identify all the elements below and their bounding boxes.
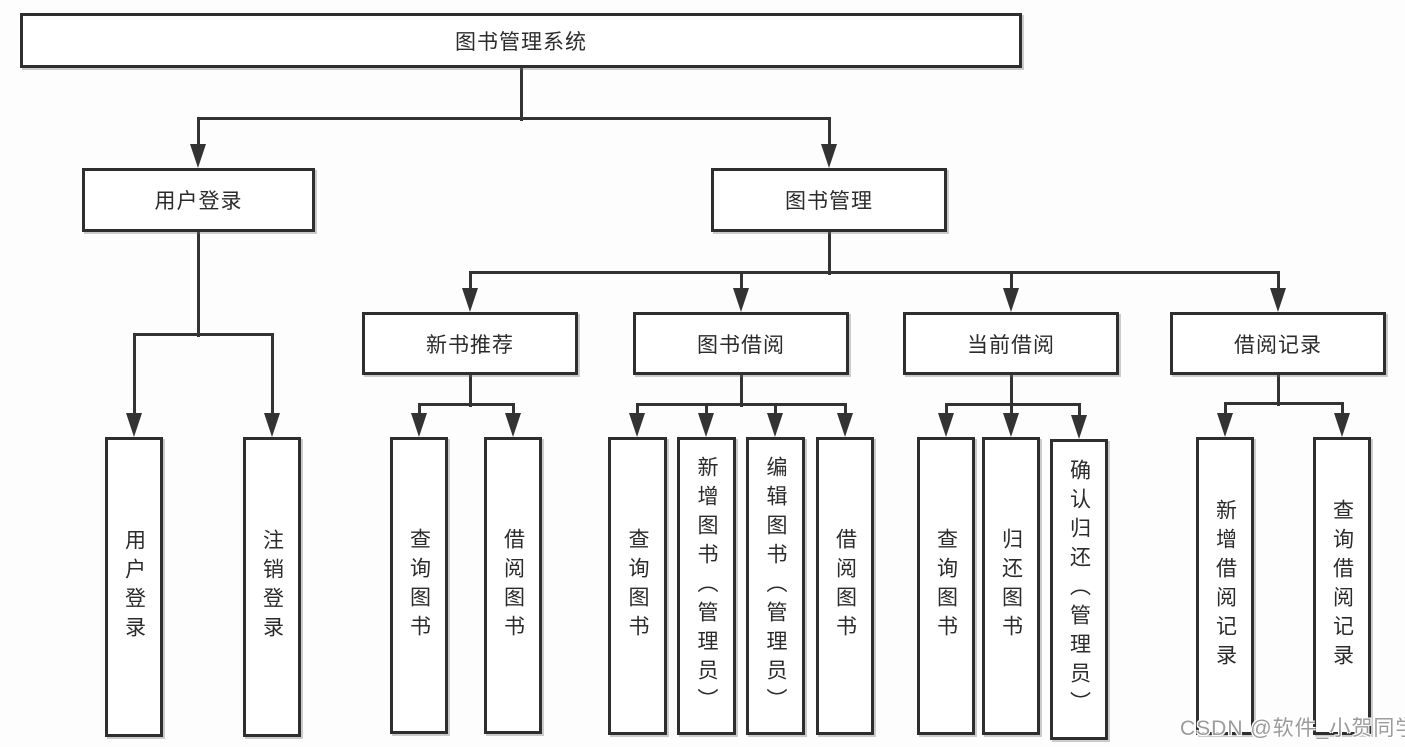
- box-query-borrow-record: 查询借阅记录: [1313, 437, 1371, 735]
- connector-bar-records-split: [1223, 401, 1344, 405]
- arrow-down-icon: [1334, 413, 1350, 437]
- connector-drop-current-split-0: [944, 404, 948, 417]
- box-label-new-book-recommend: 新书推荐: [426, 333, 514, 357]
- box-label-user-login-module: 用户登录: [154, 190, 243, 213]
- connector-drop-book-management-split-1: [739, 272, 743, 292]
- connector-drop-user-login-split-0: [132, 334, 136, 417]
- box-logout-leaf: 注销登录: [243, 437, 301, 737]
- box-label-logout-leaf: 注销登录: [260, 529, 284, 645]
- connector-drop-borrowing-split-1: [704, 404, 708, 417]
- box-label-return-books: 归还图书: [999, 528, 1023, 644]
- connector-drop-records-split-1: [1340, 403, 1344, 417]
- arrow-down-icon: [837, 413, 853, 437]
- connector-drop-recommend-split-1: [511, 404, 515, 417]
- box-return-books: 归还图书: [982, 437, 1040, 735]
- box-label-query-books-current: 查询图书: [934, 528, 958, 644]
- box-new-book-recommend: 新书推荐: [362, 312, 578, 375]
- box-confirm-return-admin: 确认归还（管理员）: [1050, 439, 1108, 740]
- box-borrow-books-recommend: 借阅图书: [484, 437, 542, 734]
- box-label-add-books-admin: 新增图书（管理员）: [695, 455, 718, 717]
- box-borrow-books-borrowing: 借阅图书: [816, 437, 874, 735]
- connector-drop-current-split-1: [1009, 404, 1013, 417]
- box-label-borrow-books-borrowing: 借阅图书: [833, 528, 857, 644]
- box-label-query-books-borrowing: 查询图书: [626, 528, 649, 644]
- connector-stem-records-split: [1276, 373, 1280, 406]
- arrow-down-icon: [1003, 288, 1019, 312]
- box-label-borrow-books-recommend: 借阅图书: [501, 527, 525, 644]
- arrow-down-icon: [767, 413, 783, 437]
- connector-stem-root-split: [519, 66, 523, 121]
- connector-stem-recommend-split: [468, 373, 472, 407]
- box-add-borrow-record: 新增借阅记录: [1196, 437, 1254, 735]
- arrow-down-icon: [505, 413, 521, 437]
- arrow-down-icon: [1270, 288, 1286, 312]
- box-label-library-management-system: 图书管理系统: [455, 30, 587, 54]
- box-query-books-borrowing: 查询图书: [608, 437, 667, 735]
- connector-bar-recommend-split: [417, 402, 515, 406]
- box-add-books-admin: 新增图书（管理员）: [677, 437, 736, 735]
- connector-drop-records-split-0: [1223, 403, 1227, 417]
- box-book-borrowing: 图书借阅: [633, 312, 849, 375]
- connector-drop-book-management-split-3: [1276, 272, 1280, 292]
- box-label-query-borrow-record: 查询借阅记录: [1330, 499, 1354, 673]
- arrow-down-icon: [411, 413, 427, 437]
- arrow-down-icon: [698, 413, 714, 437]
- box-current-borrowing: 当前借阅: [903, 312, 1119, 375]
- connector-bar-borrowing-split: [635, 402, 847, 406]
- box-label-current-borrowing: 当前借阅: [967, 333, 1055, 357]
- box-label-borrowing-records: 借阅记录: [1234, 333, 1322, 357]
- connector-drop-root-split-1: [827, 118, 831, 148]
- box-label-add-borrow-record: 新增借阅记录: [1213, 499, 1237, 673]
- connector-drop-borrowing-split-2: [773, 404, 777, 417]
- arrow-down-icon: [190, 144, 206, 168]
- box-edit-books-admin: 编辑图书（管理员）: [746, 437, 805, 735]
- connector-bar-book-management-split: [468, 270, 1280, 274]
- box-user-login-module: 用户登录: [82, 168, 315, 232]
- box-label-confirm-return-admin: 确认归还（管理员）: [1067, 459, 1091, 720]
- connector-drop-recommend-split-0: [417, 404, 421, 417]
- csdn-watermark: CSDN @软件_小贺同学: [1180, 717, 1405, 740]
- box-query-books-recommend: 查询图书: [390, 437, 448, 734]
- arrow-down-icon: [264, 413, 280, 437]
- connector-stem-current-split: [1009, 373, 1013, 407]
- connector-drop-book-management-split-2: [1009, 272, 1013, 292]
- connector-drop-borrowing-split-3: [843, 404, 847, 417]
- arrow-down-icon: [629, 413, 645, 437]
- box-query-books-current: 查询图书: [917, 437, 975, 735]
- arrow-down-icon: [821, 144, 837, 168]
- box-user-login-leaf: 用户登录: [105, 437, 163, 737]
- connector-drop-borrowing-split-0: [635, 404, 639, 417]
- arrow-down-icon: [733, 288, 749, 312]
- box-label-book-management-module: 图书管理: [785, 190, 873, 213]
- connector-stem-book-management-split: [827, 230, 831, 275]
- box-label-user-login-leaf: 用户登录: [122, 529, 146, 645]
- box-book-management-module: 图书管理: [711, 168, 947, 232]
- box-label-query-books-recommend: 查询图书: [407, 527, 431, 644]
- connector-drop-user-login-split-1: [270, 334, 274, 417]
- connector-bar-user-login-split: [132, 332, 274, 336]
- arrow-down-icon: [1003, 413, 1019, 437]
- arrow-down-icon: [1071, 415, 1087, 439]
- connector-bar-current-split: [944, 402, 1081, 406]
- connector-bar-root-split: [196, 116, 831, 120]
- connector-stem-borrowing-split: [739, 373, 743, 407]
- connector-drop-root-split-0: [196, 118, 200, 148]
- connector-stem-user-login-split: [196, 230, 200, 337]
- arrow-down-icon: [126, 413, 142, 437]
- box-label-book-borrowing: 图书借阅: [697, 333, 785, 357]
- connector-drop-current-split-2: [1077, 404, 1081, 419]
- box-library-management-system: 图书管理系统: [20, 13, 1022, 68]
- box-borrowing-records: 借阅记录: [1170, 312, 1386, 375]
- connector-drop-book-management-split-0: [468, 272, 472, 292]
- arrow-down-icon: [462, 288, 478, 312]
- box-label-edit-books-admin: 编辑图书（管理员）: [764, 455, 787, 717]
- arrow-down-icon: [938, 413, 954, 437]
- arrow-down-icon: [1217, 413, 1233, 437]
